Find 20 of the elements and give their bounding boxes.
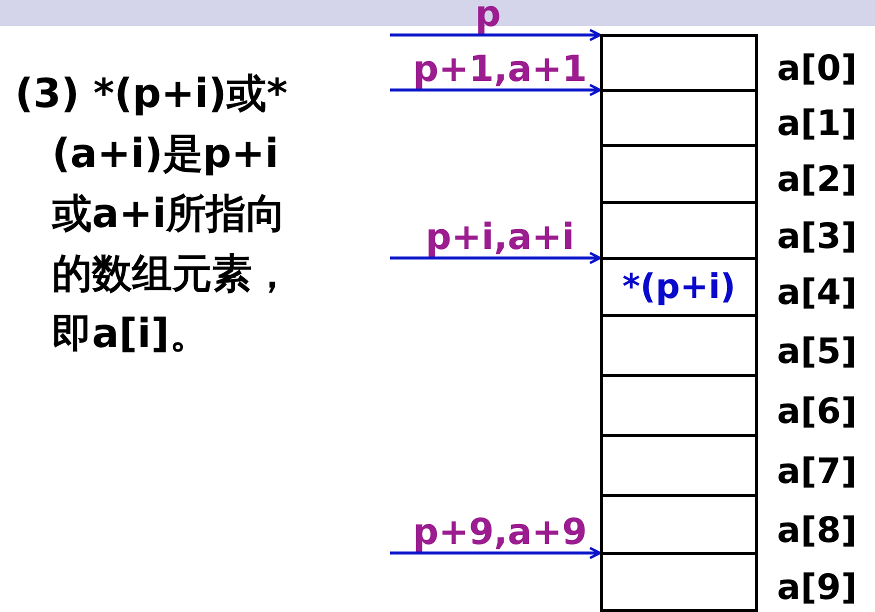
- index-label: a[2]: [777, 163, 857, 198]
- index-label: a[9]: [777, 571, 857, 606]
- index-label: a[4]: [777, 276, 857, 311]
- edge-label: p+i,a+i: [426, 220, 574, 256]
- edge-label: p+9,a+9: [412, 515, 588, 551]
- index-label: a[1]: [777, 107, 857, 142]
- cell-value: *(p+i): [622, 267, 736, 307]
- index-label: a[3]: [777, 220, 857, 254]
- edge-label: p: [475, 0, 501, 33]
- index-label: a[7]: [777, 454, 857, 490]
- pointer-arrow: [390, 84, 602, 96]
- index-label: a[5]: [777, 334, 857, 370]
- index-label: a[8]: [777, 514, 857, 548]
- edge-label: p+1,a+1: [412, 52, 588, 88]
- index-label: a[0]: [777, 52, 857, 87]
- pointer-arrow: [390, 252, 602, 264]
- pointer-arrow: [390, 28, 602, 42]
- index-label: a[6]: [777, 394, 857, 430]
- pointer-arrow: [390, 546, 602, 560]
- description-text: (3) *(p+i)或*(a+i)是p+i或a+i所指向的数组元素，即a[i]。: [15, 70, 293, 359]
